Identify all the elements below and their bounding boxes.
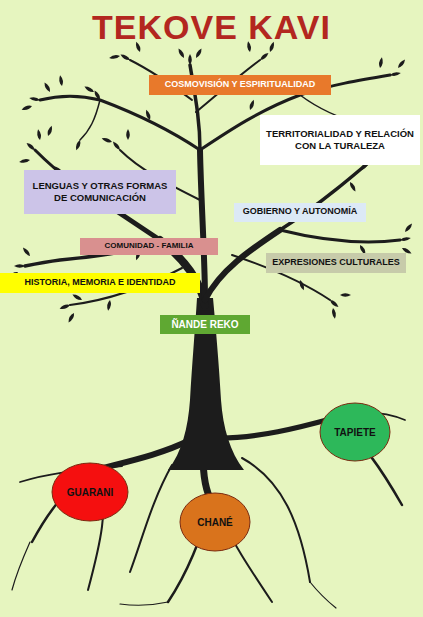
tree-illustration xyxy=(259,52,270,62)
tree-illustration xyxy=(112,140,122,151)
node-text: EXPRESIONES CULTURALES xyxy=(272,257,399,269)
ellipse-outline xyxy=(180,493,250,551)
tree-illustration xyxy=(109,54,120,59)
tree-illustration xyxy=(200,150,205,300)
tree-illustration xyxy=(36,129,41,140)
ellipse-node: CHANÉ xyxy=(179,492,251,552)
tree-illustration xyxy=(46,125,53,137)
tree-illustration xyxy=(84,85,95,94)
tree-illustration xyxy=(130,465,172,572)
tree-illustration xyxy=(220,418,334,438)
tree-illustration xyxy=(40,96,200,150)
node-text: COMUNIDAD - FAMILIA xyxy=(105,241,194,251)
tree-illustration xyxy=(19,158,30,163)
ellipse-node: GUARANI xyxy=(51,462,129,522)
tree-illustration xyxy=(43,82,52,93)
label-box: LENGUAS Y OTRAS FORMAS DE COMUNICACIÓN xyxy=(24,170,176,214)
tree-illustration xyxy=(298,279,305,291)
tree-illustration xyxy=(390,71,401,76)
label-box: HISTORIA, MEMORIA E IDENTIDAD xyxy=(0,273,200,293)
tree-illustration xyxy=(194,48,203,59)
diagram-title: TEKOVE KAVI xyxy=(92,8,331,46)
tree-illustration xyxy=(120,53,131,62)
node-text: TERRITORIALIDAD Y RELACIÓN CON LA TURALE… xyxy=(265,128,415,153)
tree-illustration xyxy=(126,129,130,140)
label-box: COSMOVISIÓN Y ESPIRITUALIDAD xyxy=(149,75,331,95)
tree-illustration xyxy=(340,293,351,297)
tree-illustration xyxy=(80,100,100,140)
node-text: ÑANDE REKO xyxy=(171,318,238,331)
tree-illustration xyxy=(21,104,33,111)
tree-illustration xyxy=(248,99,255,111)
tree-illustration xyxy=(120,602,168,605)
tree-illustration xyxy=(242,458,310,582)
tree-illustration xyxy=(67,312,76,323)
tree-illustration xyxy=(378,57,383,68)
tree-illustration xyxy=(348,181,357,192)
tree-illustration xyxy=(331,308,336,319)
tree-illustration xyxy=(400,236,411,241)
tree-illustration xyxy=(101,137,113,144)
label-box: GOBIERNO Y AUTONOMÍA xyxy=(234,203,366,222)
tree-illustration xyxy=(106,300,111,311)
tree-illustration xyxy=(29,96,40,101)
label-box: EXPRESIONES CULTURALES xyxy=(266,253,405,273)
ellipse-outline xyxy=(320,403,390,461)
tree-illustration xyxy=(59,303,71,310)
tree-illustration xyxy=(280,230,400,242)
tree-illustration xyxy=(177,48,186,59)
label-box: ÑANDE REKO xyxy=(160,315,250,334)
tree-illustration xyxy=(93,90,102,101)
node-text: GOBIERNO Y AUTONOMÍA xyxy=(243,206,358,218)
ellipse-outline xyxy=(52,463,128,521)
ellipse-node: TAPIETE xyxy=(319,402,391,462)
node-text: CHANÉ xyxy=(197,516,233,529)
tree-illustration xyxy=(334,418,402,505)
node-text: GUARANI xyxy=(67,486,114,499)
tree-illustration xyxy=(329,299,340,309)
node-text: TAPIETE xyxy=(334,426,375,439)
node-text: LENGUAS Y OTRAS FORMAS DE COMUNICACIÓN xyxy=(29,180,171,205)
tree-illustration xyxy=(310,582,336,608)
tree-illustration xyxy=(22,246,32,257)
title-block: TEKOVE KAVI xyxy=(0,8,423,47)
tree-illustration xyxy=(145,109,152,121)
tree-trunk xyxy=(168,298,244,470)
tree-illustration xyxy=(188,54,192,65)
label-box: TERRITORIALIDAD Y RELACIÓN CON LA TURALE… xyxy=(260,115,420,165)
tree-illustration xyxy=(404,222,414,233)
tree-illustration xyxy=(14,264,25,268)
tree-illustration xyxy=(72,293,83,302)
tree-illustration xyxy=(397,58,407,69)
node-text: HISTORIA, MEMORIA E IDENTIDAD xyxy=(24,277,175,289)
tree-leaves xyxy=(8,41,417,324)
tree-illustration xyxy=(75,139,82,151)
tree-illustration xyxy=(25,142,36,152)
tree-illustration xyxy=(58,75,63,86)
label-box: COMUNIDAD - FAMILIA xyxy=(80,238,218,255)
tree-illustration xyxy=(12,542,30,590)
node-text: COSMOVISIÓN Y ESPIRITUALIDAD xyxy=(165,79,316,91)
